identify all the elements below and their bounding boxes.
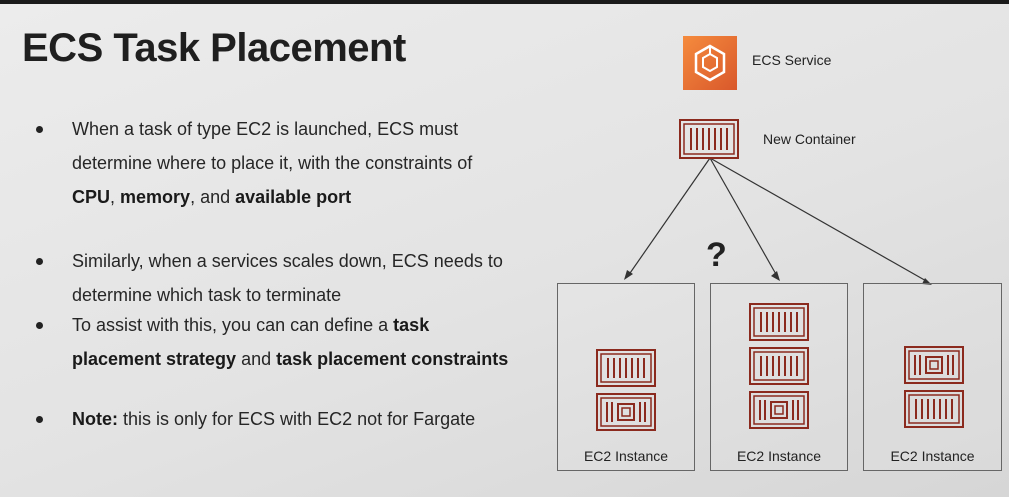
ecs-service-label: ECS Service xyxy=(752,52,832,68)
arrowhead xyxy=(771,271,780,281)
bullet-dot-icon xyxy=(36,258,43,265)
ec2-instance-box: EC2 Instance xyxy=(863,283,1002,471)
bullet-item: To assist with this, you can can define … xyxy=(0,308,520,408)
bullet-text-part: Similarly, when a services scales down, … xyxy=(72,251,503,305)
task-icon xyxy=(596,393,656,436)
container-icon xyxy=(749,303,809,346)
bullet-bold-part: task placement strategy xyxy=(72,315,430,369)
bullet-text-part: and xyxy=(236,349,277,369)
bullet-item: Note: this is only for ECS with EC2 not … xyxy=(0,402,520,472)
new-container-icon xyxy=(679,119,739,164)
top-bar xyxy=(0,0,1009,4)
ec2-instance-box: EC2 Instance xyxy=(557,283,695,471)
arrowhead xyxy=(624,270,633,280)
ec2-instance-label: EC2 Instance xyxy=(736,448,822,464)
bullet-item: When a task of type EC2 is launched, ECS… xyxy=(0,112,520,222)
bullet-bold-part: CPU xyxy=(72,187,111,207)
slide-title: ECS Task Placement xyxy=(22,26,406,70)
new-container-label: New Container xyxy=(763,131,856,147)
bullet-bold-part: available port xyxy=(235,187,352,207)
connector-line xyxy=(709,157,929,283)
task-icon xyxy=(749,391,809,434)
bullet-text: When a task of type EC2 is launched, ECS… xyxy=(72,112,520,214)
ec2-instance-label: EC2 Instance xyxy=(583,448,669,464)
bullet-text: To assist with this, you can can define … xyxy=(72,308,520,376)
bullet-dot-icon xyxy=(36,126,43,133)
bullet-text-part: To assist with this, you can can define … xyxy=(72,315,394,335)
task-icon xyxy=(904,346,964,389)
container-icon xyxy=(749,347,809,390)
container-icon xyxy=(596,349,656,392)
container-icon xyxy=(904,390,964,433)
bullet-text-part: this is only for ECS with EC2 not for Fa… xyxy=(118,409,476,429)
bullet-dot-icon xyxy=(36,322,43,329)
bullet-bold-part: task placement constraints xyxy=(276,349,509,369)
question-mark: ? xyxy=(706,236,727,274)
connector-line xyxy=(709,157,778,277)
bullet-item: Similarly, when a services scales down, … xyxy=(0,244,520,314)
connector-line xyxy=(627,157,711,277)
bullet-text: Similarly, when a services scales down, … xyxy=(72,244,520,312)
bullet-dot-icon xyxy=(36,416,43,423)
ec2-instance-box: EC2 Instance xyxy=(710,283,848,471)
bullet-text: Note: this is only for ECS with EC2 not … xyxy=(72,402,520,436)
ecs-service-glyph xyxy=(694,44,726,82)
ecs-service-icon xyxy=(683,36,737,90)
bullet-text-part: When a task of type EC2 is launched, ECS… xyxy=(72,119,473,173)
bullet-bold-part: memory xyxy=(120,187,191,207)
ec2-instance-label: EC2 Instance xyxy=(890,448,975,464)
bullet-text-part: , and xyxy=(190,187,236,207)
bullet-bold-part: Note: xyxy=(72,409,118,429)
bullet-text-part: , xyxy=(110,187,121,207)
